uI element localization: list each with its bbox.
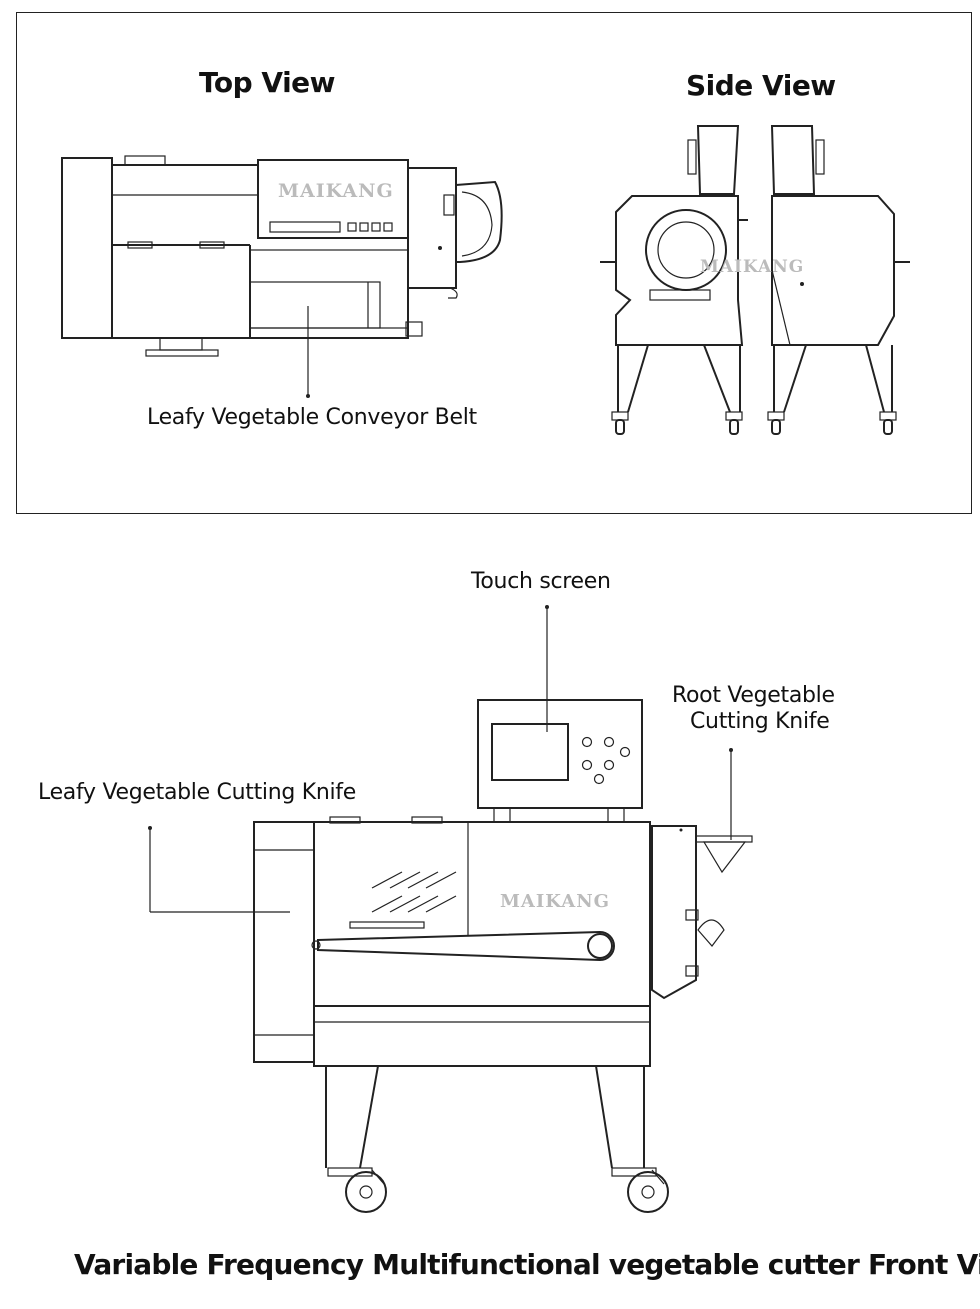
top-views-frame — [16, 12, 972, 514]
leafy-knife-label: Leafy Vegetable Cutting Knife — [38, 780, 356, 805]
front-view-drawing: MAIKANG — [148, 605, 753, 1213]
brand-watermark-side: MAIKANG — [700, 257, 804, 277]
brand-watermark-top: MAIKANG — [278, 180, 394, 202]
top-view-title: Top View — [199, 66, 336, 99]
root-knife-label-line1: Root Vegetable — [672, 683, 835, 708]
side-view-right-drawing: MAIKANG — [700, 125, 910, 435]
touch-screen-label: Touch screen — [471, 569, 611, 594]
root-knife-label-line2: Cutting Knife — [690, 709, 830, 734]
front-view-caption: Variable Frequency Multifunctional veget… — [74, 1248, 980, 1281]
conveyor-belt-label: Leafy Vegetable Conveyor Belt — [147, 405, 477, 430]
top-view-drawing: MAIKANG — [61, 155, 503, 398]
brand-watermark-front: MAIKANG — [500, 891, 610, 912]
side-view-title: Side View — [686, 69, 836, 102]
side-view-left-drawing — [600, 125, 748, 435]
